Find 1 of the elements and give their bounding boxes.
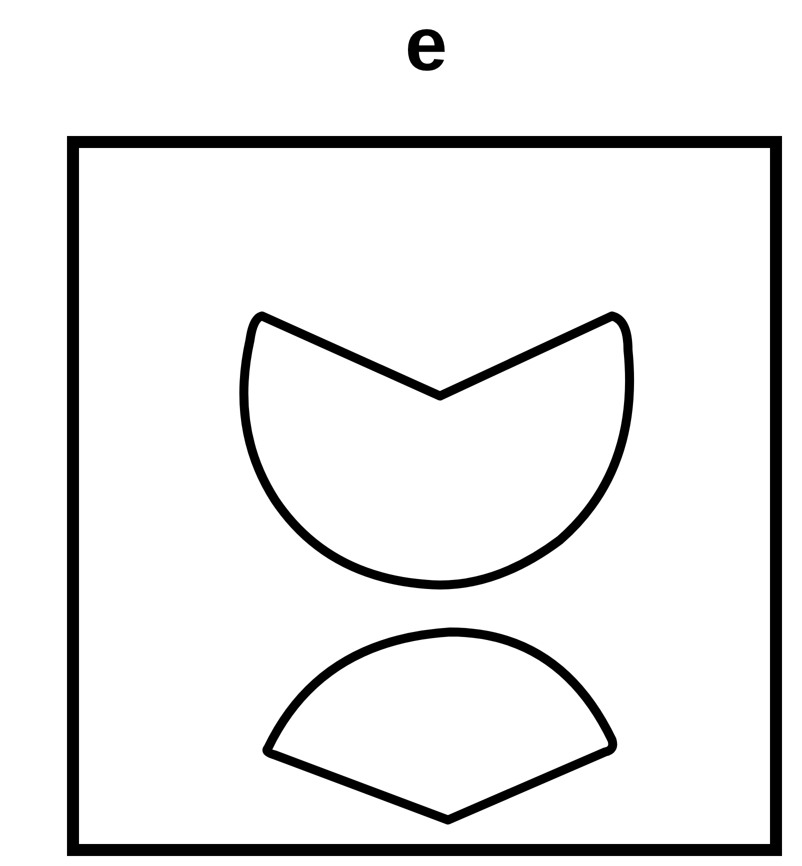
panel-label: e bbox=[405, 1, 448, 89]
